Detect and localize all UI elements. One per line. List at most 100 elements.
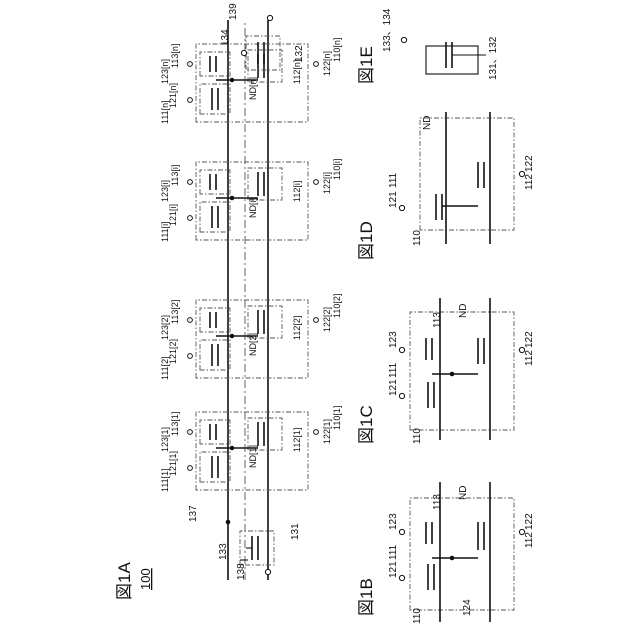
fig1d-label-110: 110 [412, 230, 423, 246]
label-123: 123[2] [160, 315, 170, 340]
fig1b-terminal-123-icon [399, 529, 404, 534]
label-122: 122[i] [322, 172, 332, 194]
fig1b-cell-box [410, 498, 514, 610]
label-123: 123[n] [160, 59, 170, 84]
fig1d-cell-box [420, 118, 514, 230]
label-123: 123[i] [160, 180, 170, 202]
node-dot [230, 78, 235, 83]
memory-cell-2: 111[2]121[2]123[2]113[2]ND[2]112[2]122[2… [160, 294, 342, 380]
fig1b-label-nd: ND [458, 486, 469, 500]
label-139: 139 [228, 3, 239, 20]
fig1b-label-121: 121 [388, 561, 399, 578]
fig1e-gate-terminal-icon [401, 37, 406, 42]
label-138: 138 [236, 563, 247, 580]
fig1c-cell-box [410, 312, 514, 430]
label-121: 121[2] [168, 339, 178, 364]
fig1e-label-gate: 133、134 [382, 8, 393, 52]
fig1c-terminal-123-icon [399, 347, 404, 352]
label-121: 121[n] [168, 83, 178, 108]
transistor-132-box [246, 36, 280, 70]
label-123: 123[1] [160, 427, 170, 452]
transistor-131: 131 138 133 137 [188, 505, 301, 580]
label-113: 113[2] [170, 300, 180, 324]
label-132: 132 [294, 45, 305, 62]
capacitor-113-box [200, 170, 230, 194]
label-137: 137 [188, 505, 199, 522]
terminal-138-icon [265, 569, 270, 574]
fig1c-label-122: 122 [524, 331, 535, 348]
fig1c-node-dot [450, 372, 455, 377]
fig1b-node-dot [450, 556, 455, 561]
label-110: 110[n] [332, 38, 342, 62]
memory-cell-1: 111[1]121[1]123[1]113[1]ND[1]112[1]122[1… [160, 406, 342, 492]
label-122: 122[n] [322, 51, 332, 76]
label-113: 113[1] [170, 412, 180, 436]
fig1b-label-124: 124 [462, 599, 473, 616]
terminal-122-icon [314, 180, 319, 185]
fig1d-title: 図1D [357, 221, 376, 260]
label-110: 110[i] [332, 159, 342, 180]
label-122: 122[2] [322, 307, 332, 332]
terminal-139-icon [267, 15, 272, 20]
label-113: 113[i] [170, 165, 180, 186]
terminal-123-icon [188, 430, 193, 435]
fig1c-label-112: 112 [524, 350, 535, 366]
fig1e-title: 図1E [357, 46, 376, 84]
memory-cell-4: 111[n]121[n]123[n]113[n]ND[n]112[n]122[n… [160, 38, 342, 124]
fig1d-terminal-121-icon [399, 205, 404, 210]
fig1d-label-121: 121 [388, 191, 399, 208]
fig1c-label-nd: ND [458, 304, 469, 318]
fig1b-label-113: 113 [432, 494, 443, 510]
label-133: 133 [218, 543, 229, 560]
transistor-111-box [200, 452, 230, 482]
fig1b-terminal-121-icon [399, 575, 404, 580]
capacitor-113-box [200, 308, 230, 332]
label-121: 121[i] [168, 204, 178, 226]
fig1c-terminal-121-icon [399, 393, 404, 398]
fig1d-label-111: 111 [388, 172, 399, 188]
fig1b-label-110: 110 [412, 608, 423, 624]
label-nd: ND[1] [248, 445, 258, 468]
node-dot [230, 446, 235, 451]
label-134: 134 [220, 29, 231, 46]
figure-1d: 図1D 110 121 111 ND 122 112 [357, 112, 535, 260]
transistor-111-box [200, 84, 230, 114]
fig1c-label-123: 123 [388, 331, 399, 348]
label-122: 122[1] [322, 419, 332, 444]
fig1b-label-112: 112 [524, 532, 535, 548]
fig1c-label-121: 121 [388, 379, 399, 396]
terminal-123-icon [188, 62, 193, 67]
fig1a-title: 図1A [115, 562, 134, 600]
fig1c-label-111: 111 [388, 362, 399, 378]
fig1b-label-123: 123 [388, 513, 399, 530]
label-nd: ND[n] [248, 77, 258, 100]
terminal-121-icon [188, 98, 193, 103]
terminal-122-icon [314, 318, 319, 323]
fig1e-label-transistor: 131、132 [488, 36, 499, 80]
label-110: 110[2] [332, 294, 342, 318]
fig1b-label-122: 122 [524, 513, 535, 530]
label-131: 131 [290, 523, 301, 540]
capacitor-113-box [200, 420, 230, 444]
terminal-122-icon [314, 430, 319, 435]
figure-1a: 図1A 100 111[1]121[1]123[1]113[1]ND[1]112… [115, 3, 342, 600]
node-dot [230, 334, 235, 339]
transistor-111-box [200, 202, 230, 232]
transistor-111-box [200, 340, 230, 370]
capacitor-113-box [200, 52, 230, 76]
transistor-112-box [248, 168, 282, 200]
label-110: 110[1] [332, 406, 342, 430]
terminal-134-icon [241, 50, 246, 55]
label-nd: ND[2] [248, 333, 258, 356]
node-dot [230, 196, 235, 201]
label-121: 121[1] [168, 451, 178, 476]
terminal-121-icon [188, 466, 193, 471]
fig1c-label-110: 110 [412, 428, 423, 444]
label-112: 112[1] [292, 428, 302, 452]
fig1d-label-nd: ND [422, 116, 433, 130]
label-112: 112[2] [292, 316, 302, 340]
figure-1c: 図1C 110 121 111 123 113 ND 122 112 [357, 298, 535, 444]
fig1a-ref-number: 100 [138, 568, 153, 590]
fig1d-label-122: 122 [524, 155, 535, 172]
